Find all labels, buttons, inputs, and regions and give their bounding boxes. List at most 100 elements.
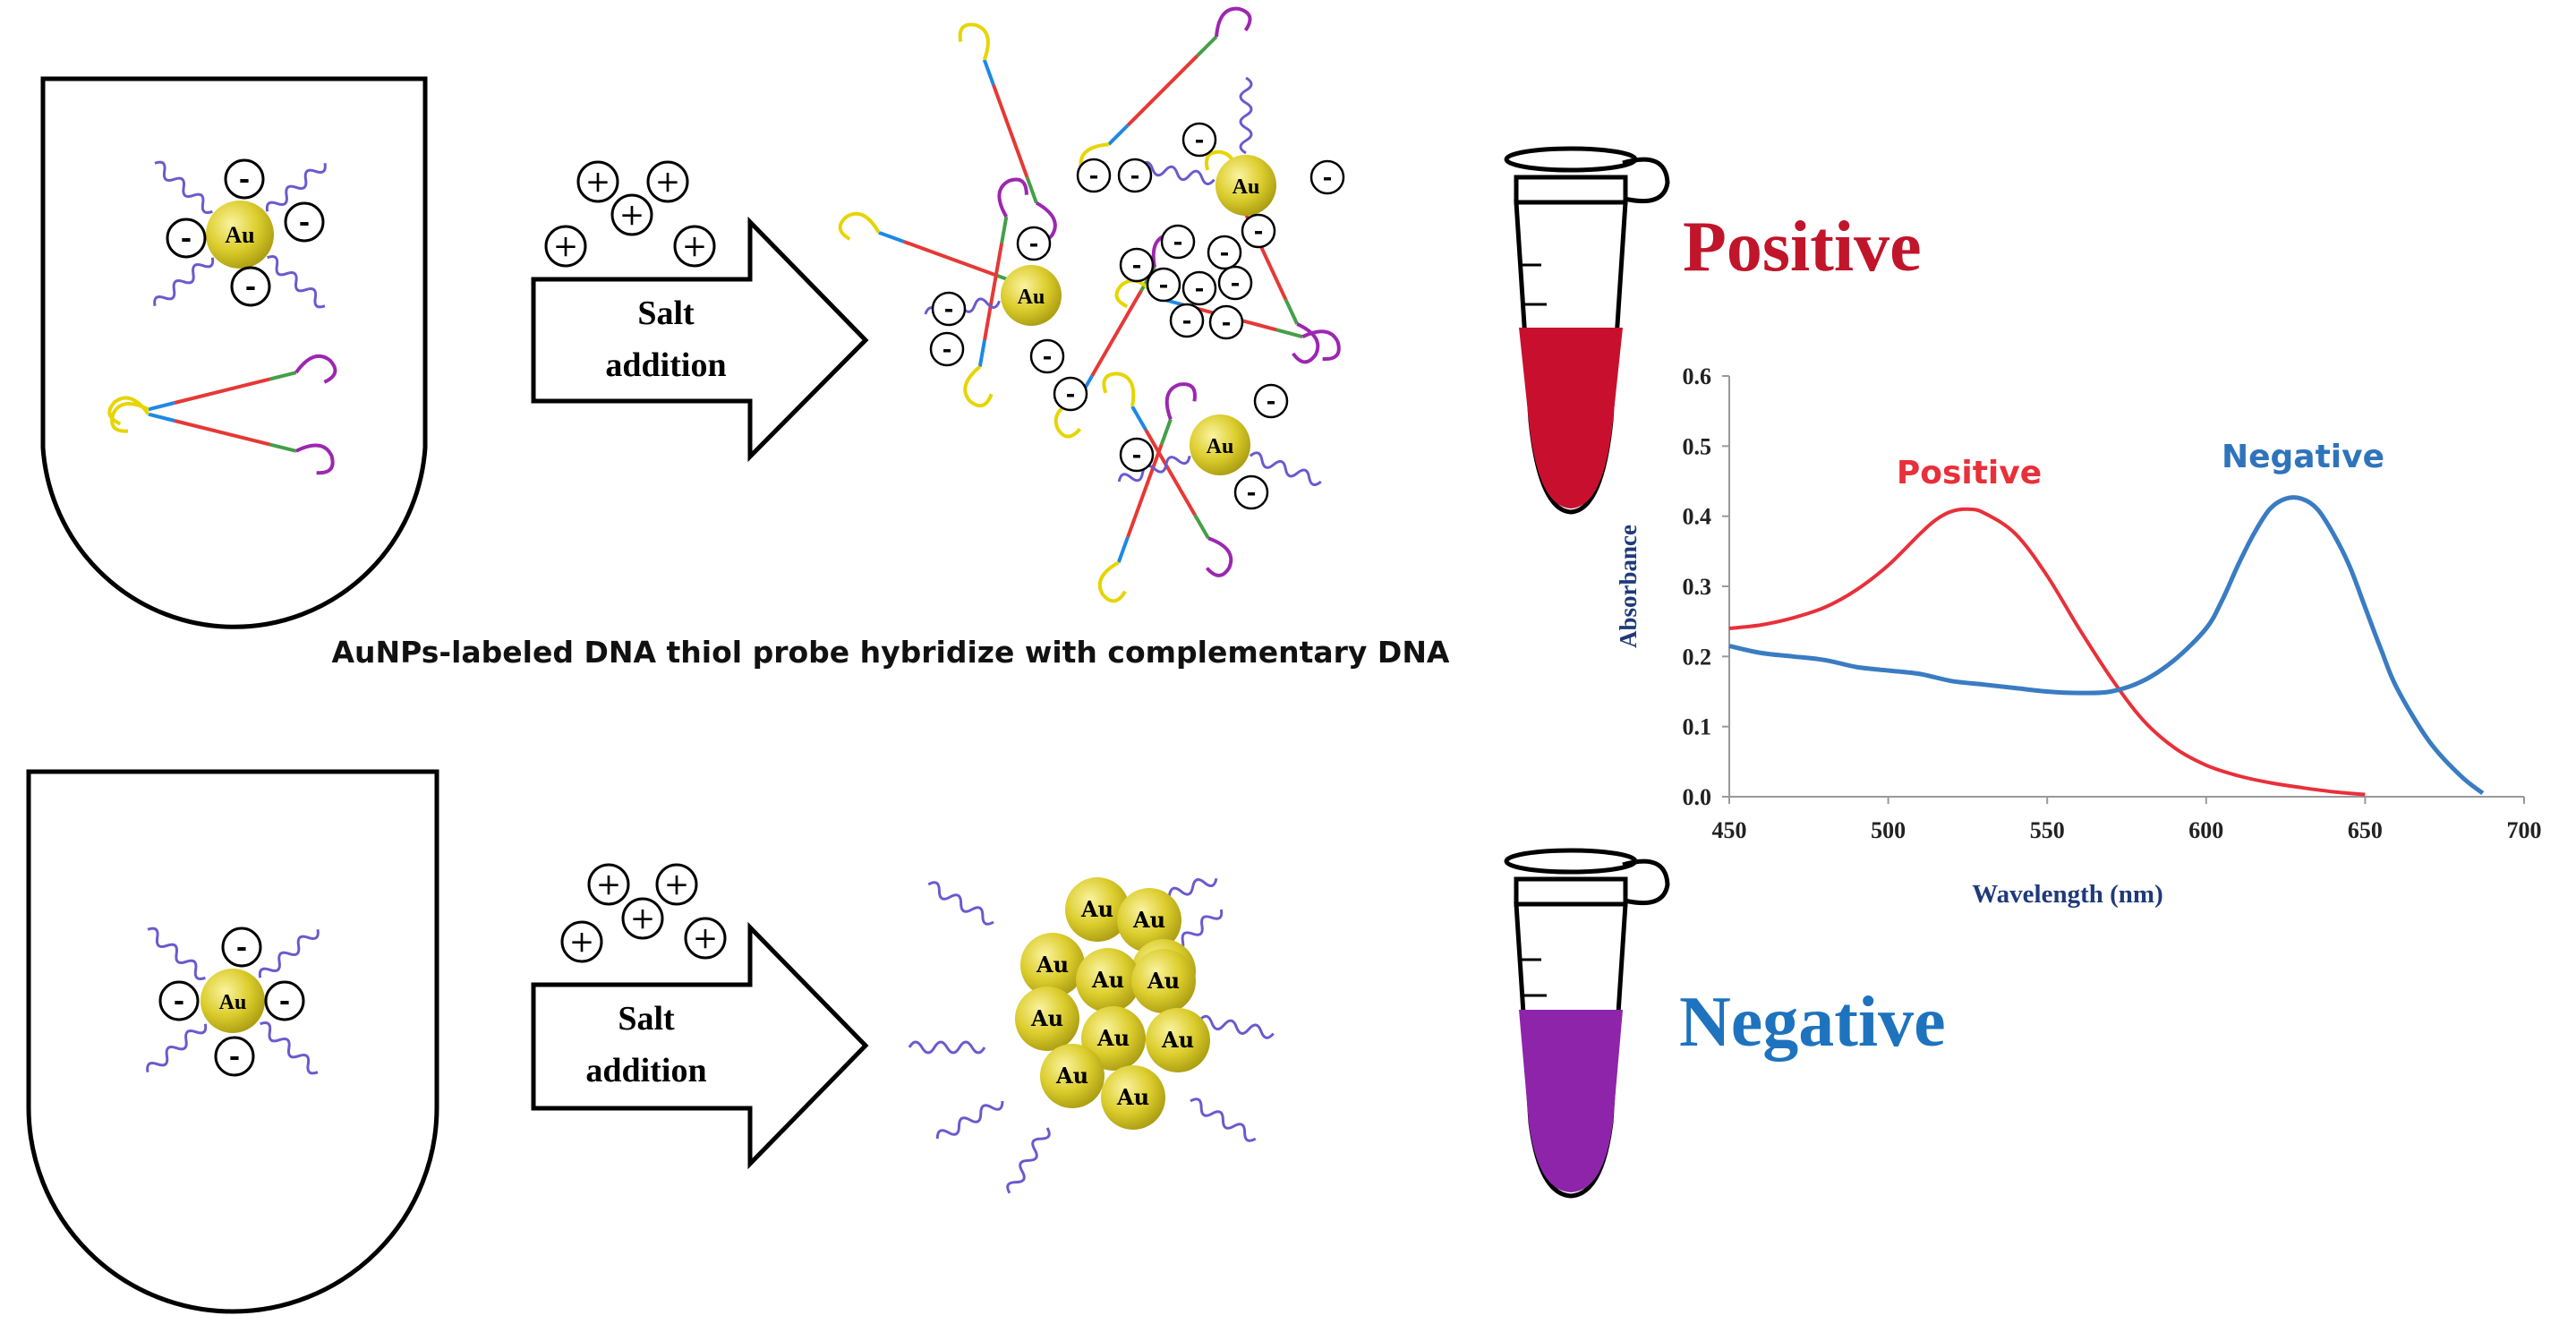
svg-text:-: -	[299, 207, 310, 238]
au-label: Au	[225, 222, 254, 248]
svg-text:Au: Au	[219, 991, 247, 1014]
chart-y-tick-label: 0.4	[1683, 504, 1712, 530]
svg-text:+: +	[569, 924, 595, 960]
svg-text:Au: Au	[1036, 952, 1069, 978]
svg-text:-: -	[229, 1041, 240, 1072]
svg-text:Au: Au	[1116, 1084, 1149, 1110]
svg-text:+: +	[682, 228, 708, 264]
svg-text:+: +	[553, 228, 579, 264]
svg-text:-: -	[1220, 240, 1230, 267]
chart-annotation-positive: Positive	[1897, 455, 2042, 491]
chart-annotation-negative: Negative	[2222, 439, 2384, 475]
svg-text:+: +	[619, 197, 645, 233]
chart-x-tick-label: 650	[2348, 817, 2383, 843]
svg-text:-: -	[943, 337, 952, 363]
svg-text:Au: Au	[1030, 1005, 1063, 1031]
top-positive-ions: + + + + +	[544, 160, 716, 268]
svg-text:-: -	[1130, 163, 1140, 190]
svg-text:-: -	[1231, 270, 1241, 297]
dispersed-aunp-network: Au Au Au - - - - - - - - - - - - -	[835, 2, 1345, 606]
chart-y-tick-label: 0.5	[1683, 433, 1712, 459]
svg-text:Au: Au	[1132, 907, 1165, 933]
chart-y-tick-label: 0.2	[1683, 644, 1712, 670]
svg-text:+: +	[655, 164, 681, 200]
svg-text:-: -	[1254, 218, 1264, 245]
bottom-positive-ions: + + + + +	[560, 863, 727, 963]
chart-x-tick-label: 500	[1871, 817, 1906, 843]
svg-text:-: -	[1089, 163, 1099, 190]
svg-text:+: +	[664, 867, 690, 902]
svg-text:-: -	[239, 164, 250, 195]
chart-x-tick-label: 700	[2507, 817, 2542, 843]
svg-text:-: -	[181, 223, 192, 254]
svg-text:+: +	[693, 920, 719, 956]
svg-text:Au: Au	[1018, 286, 1045, 309]
svg-text:-: -	[1267, 389, 1276, 415]
chart-x-tick-label: 450	[1712, 817, 1747, 843]
svg-text:Au: Au	[1091, 967, 1124, 993]
svg-text:-: -	[174, 986, 184, 1017]
top-negative-charges: - - - -	[166, 158, 325, 307]
bottom-aunp-group: Au	[142, 924, 323, 1078]
svg-text:Au: Au	[1161, 1027, 1194, 1053]
top-salt-arrow: Salt addition	[531, 216, 869, 463]
chart-y-tick-label: 0.0	[1683, 784, 1712, 810]
svg-text:-: -	[1195, 276, 1205, 303]
result-positive-label: Positive	[1683, 208, 1922, 286]
svg-text:-: -	[1043, 344, 1053, 371]
chart-series-line-negative	[1728, 495, 2485, 796]
bottom-arrow-label-line2: addition	[585, 1052, 706, 1089]
svg-text:-: -	[279, 986, 290, 1017]
chart-x-tick-label: 600	[2188, 817, 2223, 843]
svg-text:-: -	[1182, 308, 1192, 335]
svg-text:-: -	[236, 932, 247, 963]
svg-text:-: -	[1173, 229, 1183, 256]
aggregated-aunp-cluster: Au Au Au Au Au Au Au Au Au Au Au	[908, 872, 1276, 1198]
svg-text:Au: Au	[1207, 435, 1234, 458]
chart-x-axis-label: Wavelength (nm)	[1972, 880, 2162, 909]
chart-ticks: 450 500 550 600 650 700 0.0 0.1 0.2 0.3 0.4 0.5 0.6	[1683, 363, 2542, 843]
svg-text:Au: Au	[1080, 896, 1113, 922]
svg-text:-: -	[1132, 252, 1142, 279]
chart-axes	[1728, 376, 2524, 798]
bottom-negative-charges: - - - -	[158, 927, 305, 1077]
bottom-salt-arrow: Salt addition	[531, 921, 869, 1170]
bottom-arrow-label-line1: Salt	[618, 1000, 675, 1038]
svg-text:+: +	[585, 164, 611, 200]
svg-text:-: -	[1029, 231, 1039, 258]
chart-y-tick-label: 0.1	[1683, 714, 1712, 740]
svg-text:-: -	[1132, 442, 1142, 469]
chart-y-tick-label: 0.3	[1683, 574, 1712, 600]
svg-text:Au: Au	[1096, 1025, 1130, 1051]
network-negative-charges: - - - - - - - - - - - - - - - - - - - - …	[929, 122, 1345, 510]
svg-text:Au: Au	[1147, 968, 1180, 994]
chart-y-axis-label: Absorbance	[1615, 525, 1642, 648]
chart-y-tick-label: 0.6	[1683, 363, 1712, 389]
svg-text:-: -	[944, 296, 954, 323]
svg-text:-: -	[245, 271, 256, 303]
result-negative-label: Negative	[1679, 983, 1946, 1062]
svg-text:-: -	[1159, 272, 1169, 299]
tube-negative	[1504, 848, 1670, 1199]
svg-text:-: -	[1247, 480, 1257, 507]
top-shield-panel	[40, 76, 428, 629]
svg-text:-: -	[1195, 127, 1205, 154]
svg-text:-: -	[1222, 310, 1232, 337]
top-aunp-group: Au	[149, 158, 330, 312]
svg-text:-: -	[1066, 381, 1076, 408]
gold-nanoparticle	[206, 201, 274, 269]
svg-text:Au: Au	[1233, 175, 1260, 199]
top-arrow-label-line2: addition	[605, 346, 726, 384]
svg-text:+: +	[596, 867, 622, 902]
svg-text:-: -	[1323, 165, 1333, 192]
chart-lines	[1728, 495, 2485, 797]
svg-text:+: +	[630, 901, 656, 936]
tube-positive	[1504, 146, 1670, 515]
top-arrow-label-line1: Salt	[637, 295, 695, 332]
chart-x-tick-label: 550	[2030, 817, 2065, 843]
figure-caption: AuNPs-labeled DNA thiol probe hybridize …	[332, 635, 1450, 670]
svg-text:Au: Au	[1055, 1063, 1088, 1089]
chart-series-line-positive	[1728, 507, 2366, 797]
